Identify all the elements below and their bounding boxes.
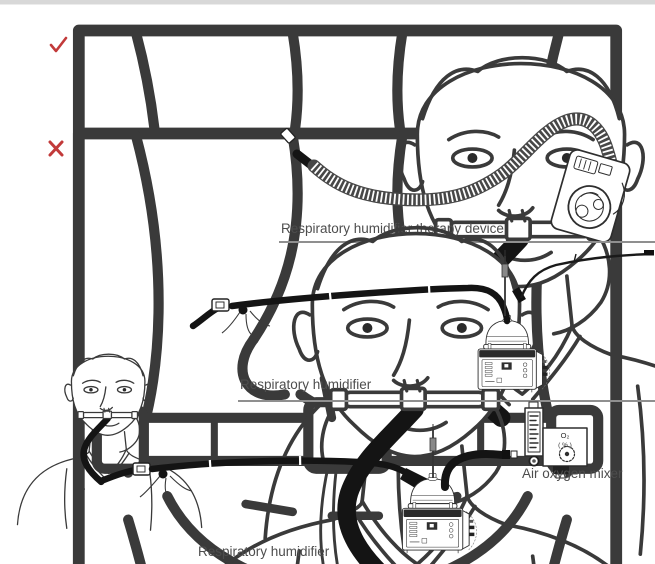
supply-tube-3 [148, 457, 412, 478]
label-humidifier-2: Respiratory humidifier [240, 377, 372, 392]
heater-wire-cable [512, 250, 654, 304]
label-air-oxygen-mixer: Air oxygen mixer [522, 466, 623, 481]
tube-clip-2 [211, 298, 230, 312]
tube-clamp-2 [221, 305, 271, 336]
mixer-knob [558, 445, 576, 463]
mixer-gas-label: O₂ [561, 431, 570, 440]
scene-therapy-device: Respiratory humidifier therapy device [265, 58, 655, 554]
temperature-probe-2 [501, 250, 509, 316]
top-border-bar [0, 0, 655, 5]
label-humidifier-3: Respiratory humidifier [198, 544, 330, 559]
oxygen-tube [440, 450, 507, 491]
incorrect-x-icon [48, 140, 64, 157]
flow-meter-scale [529, 415, 539, 449]
therapy-device [550, 149, 631, 243]
corrugated-tube [307, 112, 619, 207]
tube-clip-3 [132, 462, 151, 476]
air-oxygen-mixer: O₂ ( % ) [524, 401, 588, 479]
mixer-unit-label: ( % ) [558, 442, 572, 449]
temperature-probe-3 [429, 424, 437, 478]
oxygen-tube-connector [502, 450, 510, 459]
tube-clip-1 [280, 127, 296, 144]
tube-clamp-3 [139, 469, 193, 500]
correct-check-icon [49, 36, 68, 53]
scene-humidifier: Respiratory humidifier [160, 228, 655, 564]
inset-incorrect-placement [48, 132, 617, 564]
inset-correct-placement [49, 29, 617, 564]
scene-humidifier-mixer: O₂ ( % ) Air oxygen mixer Respiratory hu… [17, 354, 623, 559]
water-chamber [567, 185, 612, 229]
